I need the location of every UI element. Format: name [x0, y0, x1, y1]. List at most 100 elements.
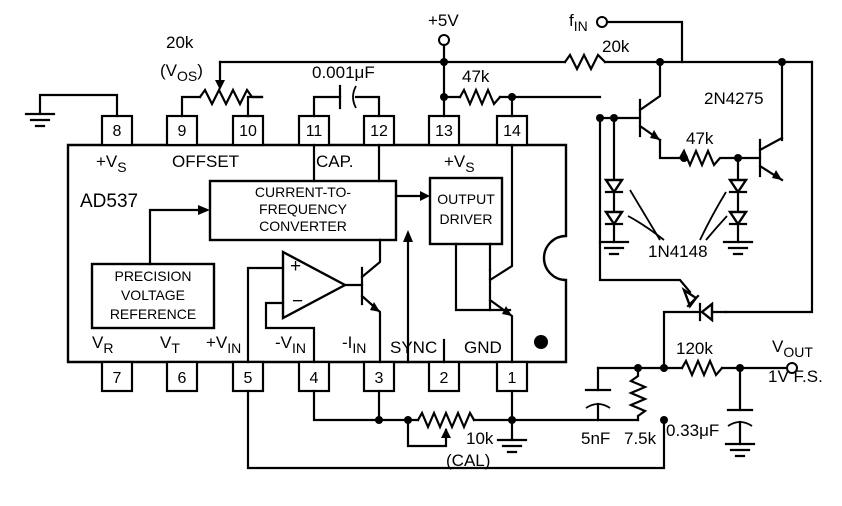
label-gnd: GND	[464, 338, 502, 357]
label-iin: -IIN	[342, 333, 366, 356]
diode-right-2	[727, 210, 749, 227]
pin-9	[165, 114, 199, 147]
offset-pot-label: (VOS)	[160, 61, 203, 84]
supply-terminal	[438, 34, 450, 46]
vout-terminal	[786, 362, 798, 374]
label-sync: SYNC	[390, 338, 437, 357]
pin-2	[427, 360, 461, 393]
cap-5nf-value: 5nF	[581, 429, 610, 448]
resistor-7-5k	[628, 366, 648, 422]
pump-diode-wire-a	[598, 116, 692, 294]
fin-label: fIN	[569, 11, 588, 34]
driver-arrow	[420, 191, 430, 201]
cap-5nf-plate-b	[585, 403, 611, 409]
base-resistor-value: 47k	[686, 129, 714, 148]
ground-symbol-pin1	[496, 438, 528, 454]
op-amp-plus-input-wire	[246, 266, 285, 364]
pin-4-number: 4	[310, 370, 319, 387]
driver-output-wires	[454, 242, 512, 312]
precision-voltage-reference-block	[90, 262, 216, 330]
label-offset: OFFSET	[172, 152, 239, 171]
timing-cap-value: 0.001μF	[312, 63, 375, 82]
pump-diode-a-bar	[686, 294, 700, 308]
diode-left-2	[603, 210, 625, 227]
ref-line3: REFERENCE	[110, 306, 196, 322]
pin-2-number: 2	[440, 370, 449, 387]
q1-emitter-wire	[658, 138, 682, 160]
external-transistor-2-arrow	[772, 170, 782, 180]
reference-to-converter-wire	[148, 208, 200, 266]
vout-scale: 1V F.S.	[768, 367, 823, 386]
pin-7	[100, 360, 134, 393]
op-amp-plus: +	[290, 256, 301, 277]
pin5-feedback-wire	[246, 389, 666, 470]
input-resistor-value: 20k	[602, 37, 630, 56]
pullup-resistor	[458, 87, 502, 107]
diode-left-1	[603, 178, 625, 195]
pin8-ground-wire	[38, 93, 119, 118]
junction-pullup-left	[440, 93, 448, 101]
pin-12-number: 12	[370, 123, 388, 140]
ground-symbol-diode-left	[598, 240, 630, 256]
ctf-line3: CONVERTER	[259, 218, 347, 234]
pin4-wire	[312, 389, 381, 422]
fin-wire	[605, 20, 684, 64]
cap-pin-wires	[312, 143, 381, 183]
pin-5-number: 5	[244, 370, 253, 387]
pin-11-number: 11	[306, 123, 323, 140]
pin-3-number: 3	[375, 370, 384, 387]
top-pins: 8 9 10 11 12 13 14	[100, 114, 529, 147]
ctf-line2: FREQUENCY	[259, 201, 348, 217]
pin-6-number: 6	[178, 370, 187, 387]
label-vt: VT	[160, 333, 180, 356]
external-transistor-1-arrow	[650, 130, 660, 140]
ref-line1: PRECISION	[114, 268, 191, 284]
cal-pot-value: 10k	[466, 429, 494, 448]
vout-label: VOUT	[772, 337, 813, 360]
internal-transistor-a-arrow	[370, 302, 380, 312]
junction-supply	[440, 58, 448, 66]
pin-13	[427, 114, 461, 147]
cal-pot-resistor	[416, 410, 476, 430]
junction-output-node	[660, 364, 668, 372]
chip-name: AD537	[80, 191, 138, 212]
bottom-pins: 7 6 5 4 3 2 1	[100, 360, 529, 393]
ground-symbol-diode-right	[722, 240, 754, 256]
cal-pot-label: (CAL)	[446, 451, 490, 470]
external-transistor-1	[638, 60, 662, 142]
pin-8	[100, 114, 134, 147]
base-resistor	[678, 148, 762, 168]
resistor-120k-value: 120k	[676, 339, 713, 358]
cal-pot-wiper	[441, 428, 451, 438]
label-vs-left: +VS	[96, 152, 127, 175]
diode-leader-2	[627, 215, 665, 241]
label-cap: CAP.	[316, 152, 354, 171]
cap-033-plate-b	[727, 421, 753, 427]
op-amp-triangle	[281, 250, 348, 320]
diode-right-1	[727, 178, 749, 195]
offset-pot-value: 20k	[166, 33, 194, 52]
ref-line2: VOLTAGE	[121, 287, 185, 303]
diode-leader-4	[705, 215, 728, 241]
resistor-7-5k-value: 7.5k	[624, 429, 657, 448]
label-vin-pos: +VIN	[206, 333, 241, 356]
pin-one-marker	[534, 335, 548, 349]
sync-arrow	[403, 230, 413, 242]
pullup-value: 47k	[462, 67, 490, 86]
cap-033-value: 0.33μF	[666, 421, 719, 440]
offset-pot-wiper	[215, 80, 225, 90]
timing-cap-wires	[312, 95, 381, 118]
driver-line1: OUTPUT	[437, 191, 495, 207]
pin-6	[165, 360, 199, 393]
pin-8-number: 8	[113, 123, 122, 140]
timing-cap-plate-b	[352, 85, 357, 109]
reference-arrow	[198, 205, 210, 215]
pump-node-wire	[662, 310, 702, 370]
offset-pot-resistor	[198, 87, 264, 107]
diode-leader-3	[699, 191, 727, 241]
op-amp-minus: −	[292, 291, 303, 312]
input-resistor	[563, 52, 607, 72]
pin-7-number: 7	[113, 370, 122, 387]
pin-1-number: 1	[508, 370, 517, 387]
